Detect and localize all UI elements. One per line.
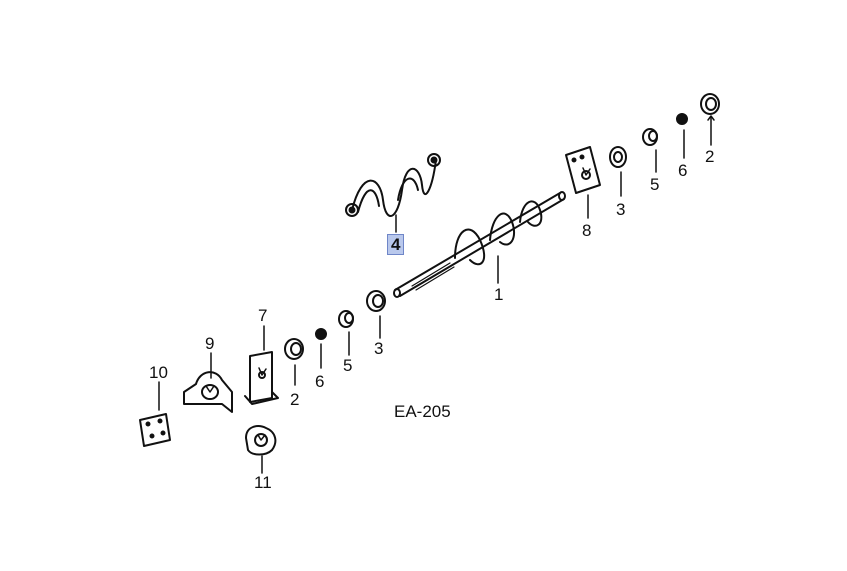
callout-5-left-bushing[interactable]: 5: [343, 356, 353, 375]
callout-2-right-bearing[interactable]: 2: [705, 147, 715, 166]
callout-10-gasket[interactable]: 10: [149, 363, 168, 382]
auger-shaft-part[interactable]: [393, 191, 566, 298]
callout-5-right-bushing[interactable]: 5: [650, 175, 660, 194]
left-bracket-part[interactable]: [244, 325, 279, 405]
callout-6-left-nut[interactable]: 6: [315, 372, 325, 391]
diagram-code: EA-205: [394, 402, 451, 421]
right-nut-part[interactable]: [676, 113, 688, 159]
flange-bearing-part[interactable]: [245, 425, 277, 474]
callout-4-spiral-selected[interactable]: 4: [387, 234, 405, 255]
spiral-flight-part[interactable]: [345, 153, 441, 233]
callout-3-left-collar[interactable]: 3: [374, 339, 384, 358]
left-bearing-part[interactable]: [284, 338, 304, 386]
callout-3-right-collar[interactable]: 3: [616, 200, 626, 219]
callout-2-left-bearing[interactable]: 2: [290, 390, 300, 409]
left-nut-part[interactable]: [315, 328, 327, 369]
callout-11-flange-bearing[interactable]: 11: [254, 473, 272, 492]
housing-mount-part[interactable]: [183, 352, 233, 413]
callout-8-right-plate[interactable]: 8: [582, 221, 592, 240]
callout-9-housing-mount[interactable]: 9: [205, 334, 215, 353]
right-bushing-part[interactable]: [642, 128, 658, 173]
right-mount-plate-part[interactable]: [565, 146, 601, 219]
gasket-part[interactable]: [139, 381, 171, 447]
callout-6-right-nut[interactable]: 6: [678, 161, 688, 180]
right-collar-part[interactable]: [609, 146, 627, 197]
right-bearing-part[interactable]: [700, 93, 720, 146]
callout-1-shaft[interactable]: 1: [494, 285, 504, 304]
callout-7-left-bracket[interactable]: 7: [258, 306, 268, 325]
left-collar-part[interactable]: [366, 290, 386, 339]
left-bushing-part[interactable]: [338, 310, 354, 356]
